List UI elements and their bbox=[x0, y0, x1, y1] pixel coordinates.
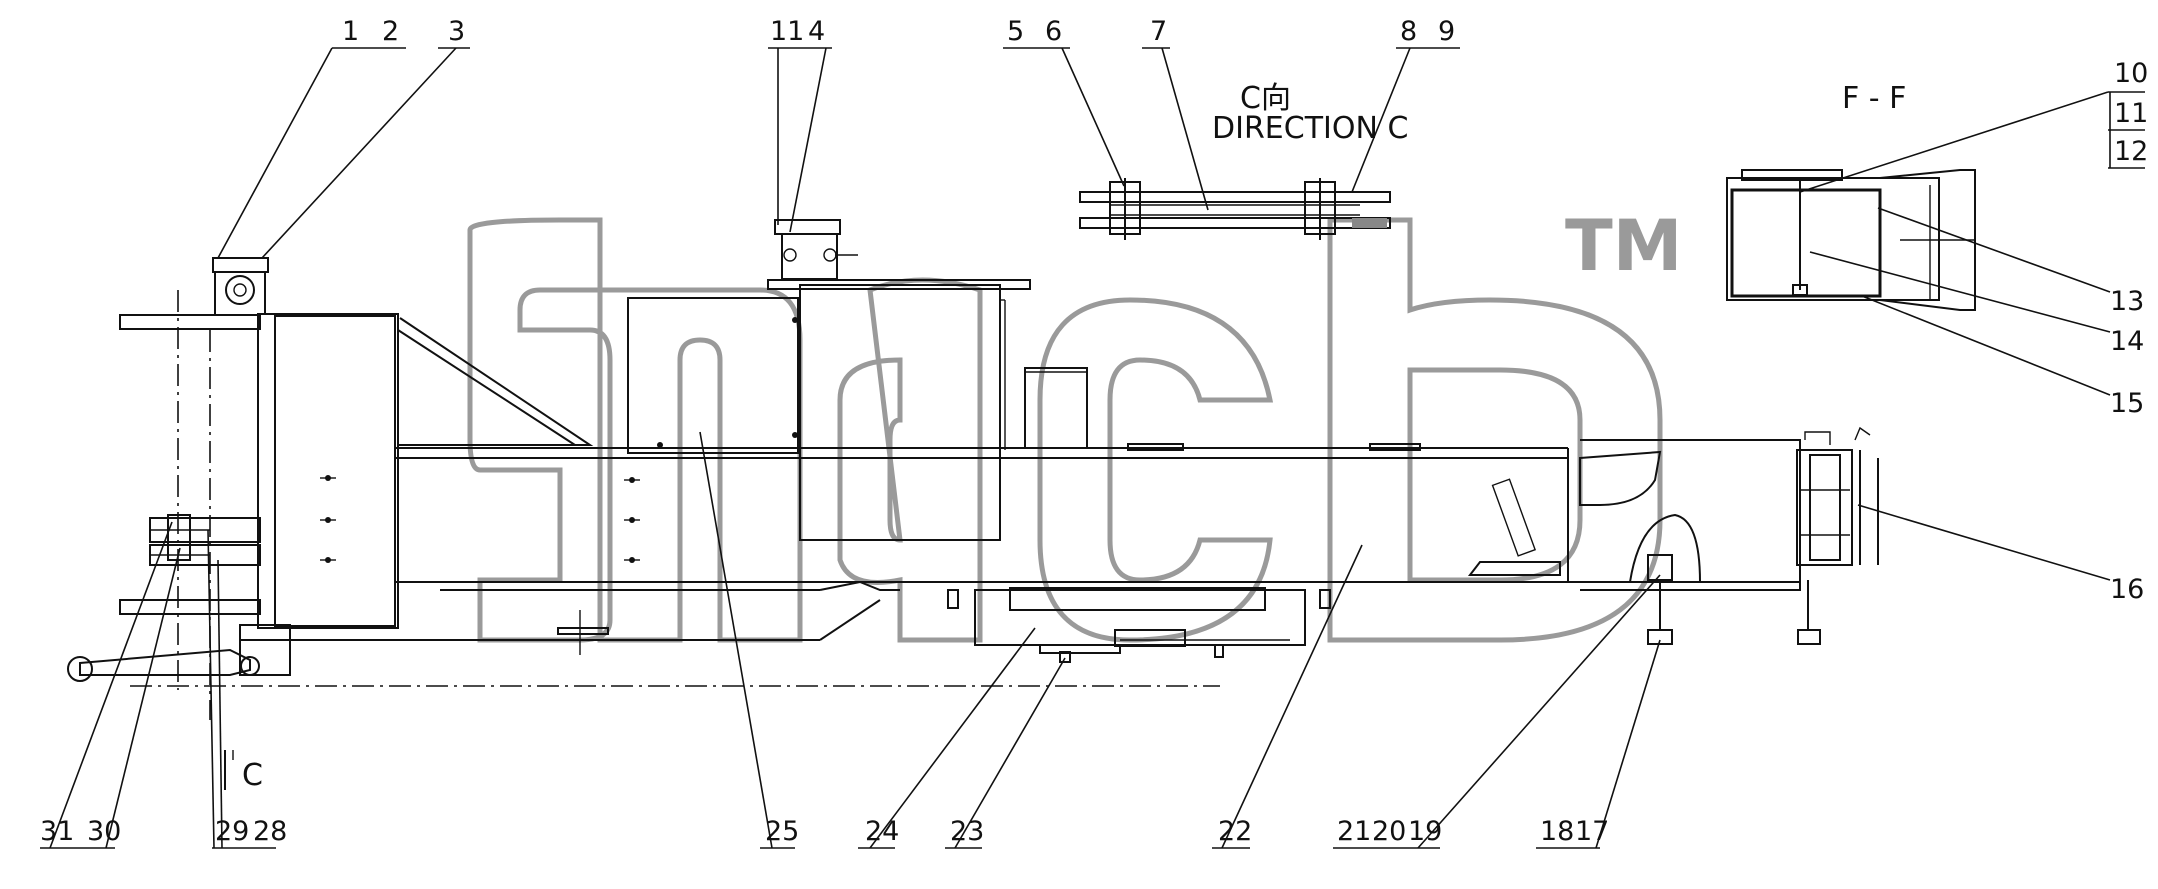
trademark-text: TM bbox=[1565, 205, 1682, 287]
main-frame bbox=[67, 219, 1879, 720]
fastener-marks bbox=[320, 317, 798, 563]
callouts: 1 2 3 11 4 5 6 7 8 9 10 11 12 13 14 bbox=[40, 16, 2148, 849]
callout-8: 8 bbox=[1400, 16, 1417, 47]
callout-14: 14 bbox=[2110, 326, 2144, 357]
callout-15: 15 bbox=[2110, 388, 2144, 419]
callout-25: 25 bbox=[765, 816, 799, 847]
callout-5: 5 bbox=[1007, 16, 1024, 47]
callout-20: 20 bbox=[1372, 816, 1406, 847]
callout-29: 29 bbox=[215, 816, 249, 847]
callout-9: 9 bbox=[1438, 16, 1455, 47]
callout-13: 13 bbox=[2110, 286, 2144, 317]
callout-23: 23 bbox=[950, 816, 984, 847]
callout-30: 30 bbox=[87, 816, 121, 847]
callout-1: 1 bbox=[342, 16, 359, 47]
callout-16: 16 bbox=[2110, 574, 2144, 605]
callout-31: 31 bbox=[40, 816, 74, 847]
callout-3: 3 bbox=[448, 16, 465, 47]
section-title: F - F bbox=[1842, 81, 1906, 116]
callout-7: 7 bbox=[1150, 16, 1167, 47]
direction-cn-label: C向 bbox=[1240, 81, 1291, 116]
callout-4: 4 bbox=[808, 16, 825, 47]
callout-11-top: 11 bbox=[770, 16, 804, 47]
section-f-f: F - F bbox=[1726, 81, 1976, 311]
direction-en-label: DIRECTION C bbox=[1212, 111, 1408, 146]
direction-c-detail: C向 DIRECTION C bbox=[1079, 81, 1408, 240]
callout-18: 18 bbox=[1540, 816, 1574, 847]
callout-10: 10 bbox=[2114, 58, 2148, 89]
callout-21: 21 bbox=[1337, 816, 1371, 847]
callout-19: 19 bbox=[1408, 816, 1442, 847]
callout-2: 2 bbox=[382, 16, 399, 47]
callout-28: 28 bbox=[253, 816, 287, 847]
callout-6: 6 bbox=[1045, 16, 1062, 47]
callout-11: 11 bbox=[2114, 98, 2148, 129]
view-marker-label: C bbox=[242, 758, 263, 793]
callout-12: 12 bbox=[2114, 136, 2148, 167]
view-marker-c: C bbox=[224, 750, 263, 793]
